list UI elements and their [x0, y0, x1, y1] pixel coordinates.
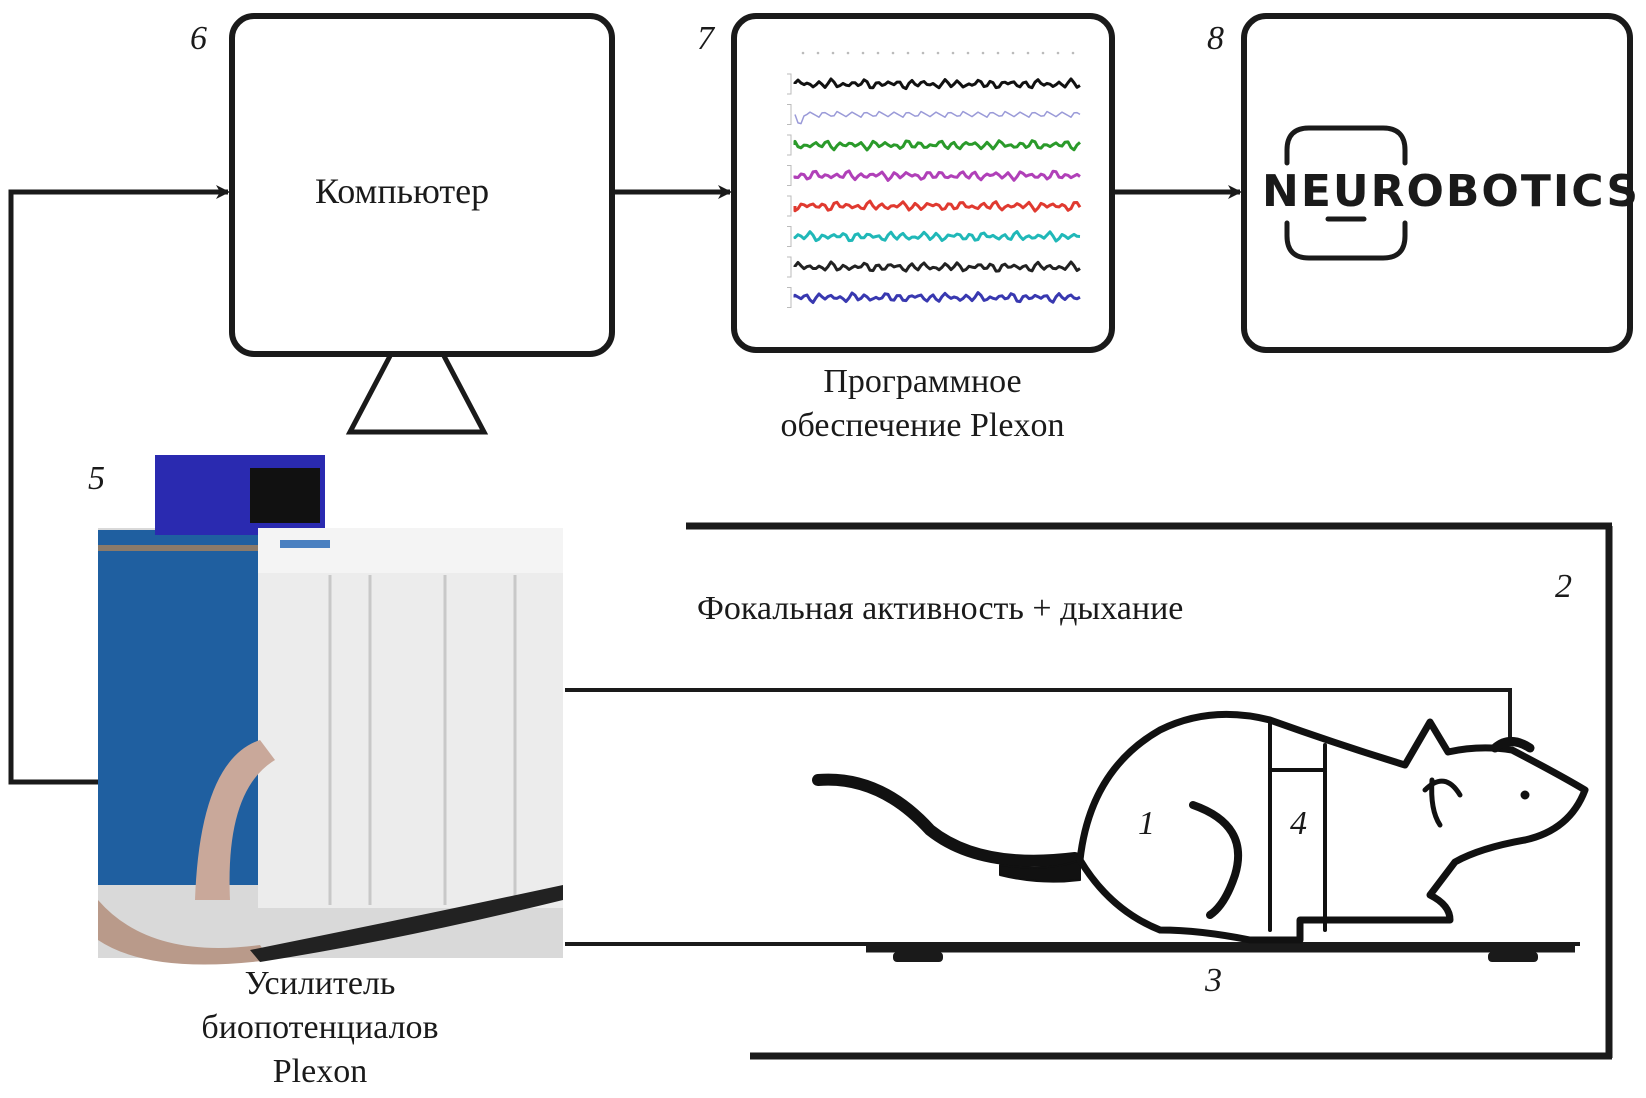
eeg-wire: [565, 688, 1512, 738]
signal-trace-7: [793, 260, 1081, 273]
signal-trace-1: [793, 77, 1081, 91]
breathing-belt-number: 4: [1290, 805, 1307, 842]
time-axis-tick: [996, 51, 1000, 55]
time-axis-tick: [846, 51, 850, 55]
software-number: 7: [697, 20, 714, 57]
amplifier-caption: Усилитель биопотенциалов Plexon: [120, 962, 520, 1094]
signal-trace-4: [793, 169, 1081, 182]
neurobotics-box: [1241, 13, 1633, 353]
platform-number: 3: [1205, 962, 1222, 999]
time-axis-tick: [921, 51, 925, 55]
amplifier-caption-line1: Усилитель: [244, 965, 396, 1002]
signal-trace-2: [794, 110, 1081, 125]
amplifier-caption-line3: Plexon: [272, 1053, 368, 1090]
channel-scale-bracket: [787, 195, 792, 217]
signal-trace-6: [793, 230, 1081, 243]
neurobotics-logo-frame: [1284, 125, 1408, 261]
time-axis-tick: [1071, 51, 1075, 55]
platform-foot-left: [893, 952, 943, 962]
neurobotics-number: 8: [1207, 20, 1224, 57]
signal-plot: [787, 51, 1082, 308]
neurobotics-logo-text: NEUROBOTICS: [1262, 166, 1641, 217]
software-caption: Программное обеспечение Plexon: [730, 360, 1115, 448]
time-axis-tick: [1011, 51, 1015, 55]
time-axis-tick: [831, 51, 835, 55]
computer-label: Компьютер: [315, 171, 490, 211]
time-axis-tick: [816, 51, 820, 55]
time-axis-tick: [981, 51, 985, 55]
amplifier-photo: [98, 455, 563, 965]
software-caption-line2: обеспечение Plexon: [780, 407, 1065, 444]
channel-scale-bracket: [787, 226, 792, 247]
time-axis-tick: [1041, 51, 1045, 55]
monitor-stand: [345, 354, 489, 435]
platform-foot-right: [1488, 952, 1538, 962]
rat-number: 1: [1138, 805, 1155, 842]
time-axis-tick: [801, 51, 805, 55]
signal-trace-3: [793, 139, 1081, 152]
time-axis-tick: [1026, 51, 1030, 55]
amplifier-caption-line2: биопотенциалов: [201, 1009, 439, 1046]
time-axis-tick: [891, 51, 895, 55]
channel-scale-bracket: [787, 134, 792, 156]
channel-scale-bracket: [787, 287, 792, 308]
computer-number: 6: [190, 20, 207, 57]
signal-trace-5: [793, 199, 1082, 213]
software-caption-line1: Программное: [823, 363, 1022, 400]
channel-scale-bracket: [787, 73, 792, 95]
time-axis-tick: [876, 51, 880, 55]
signal-label: Фокальная активность + дыхание: [697, 590, 1184, 627]
amplifier-number: 5: [88, 460, 105, 497]
amplifier-to-computer-line: [8, 185, 230, 785]
channel-scale-bracket: [787, 104, 792, 125]
time-axis-tick: [936, 51, 940, 55]
time-axis-tick: [861, 51, 865, 55]
computer-box: [229, 13, 615, 357]
time-axis-tick: [951, 51, 955, 55]
channel-scale-bracket: [787, 165, 792, 186]
time-axis-tick: [906, 51, 910, 55]
enclosure-number: 2: [1555, 568, 1572, 605]
signal-trace-8: [793, 291, 1081, 304]
time-axis-tick: [1056, 51, 1060, 55]
rat-illustration: [812, 710, 1589, 944]
channel-scale-bracket: [787, 256, 792, 278]
time-axis-tick: [966, 51, 970, 55]
